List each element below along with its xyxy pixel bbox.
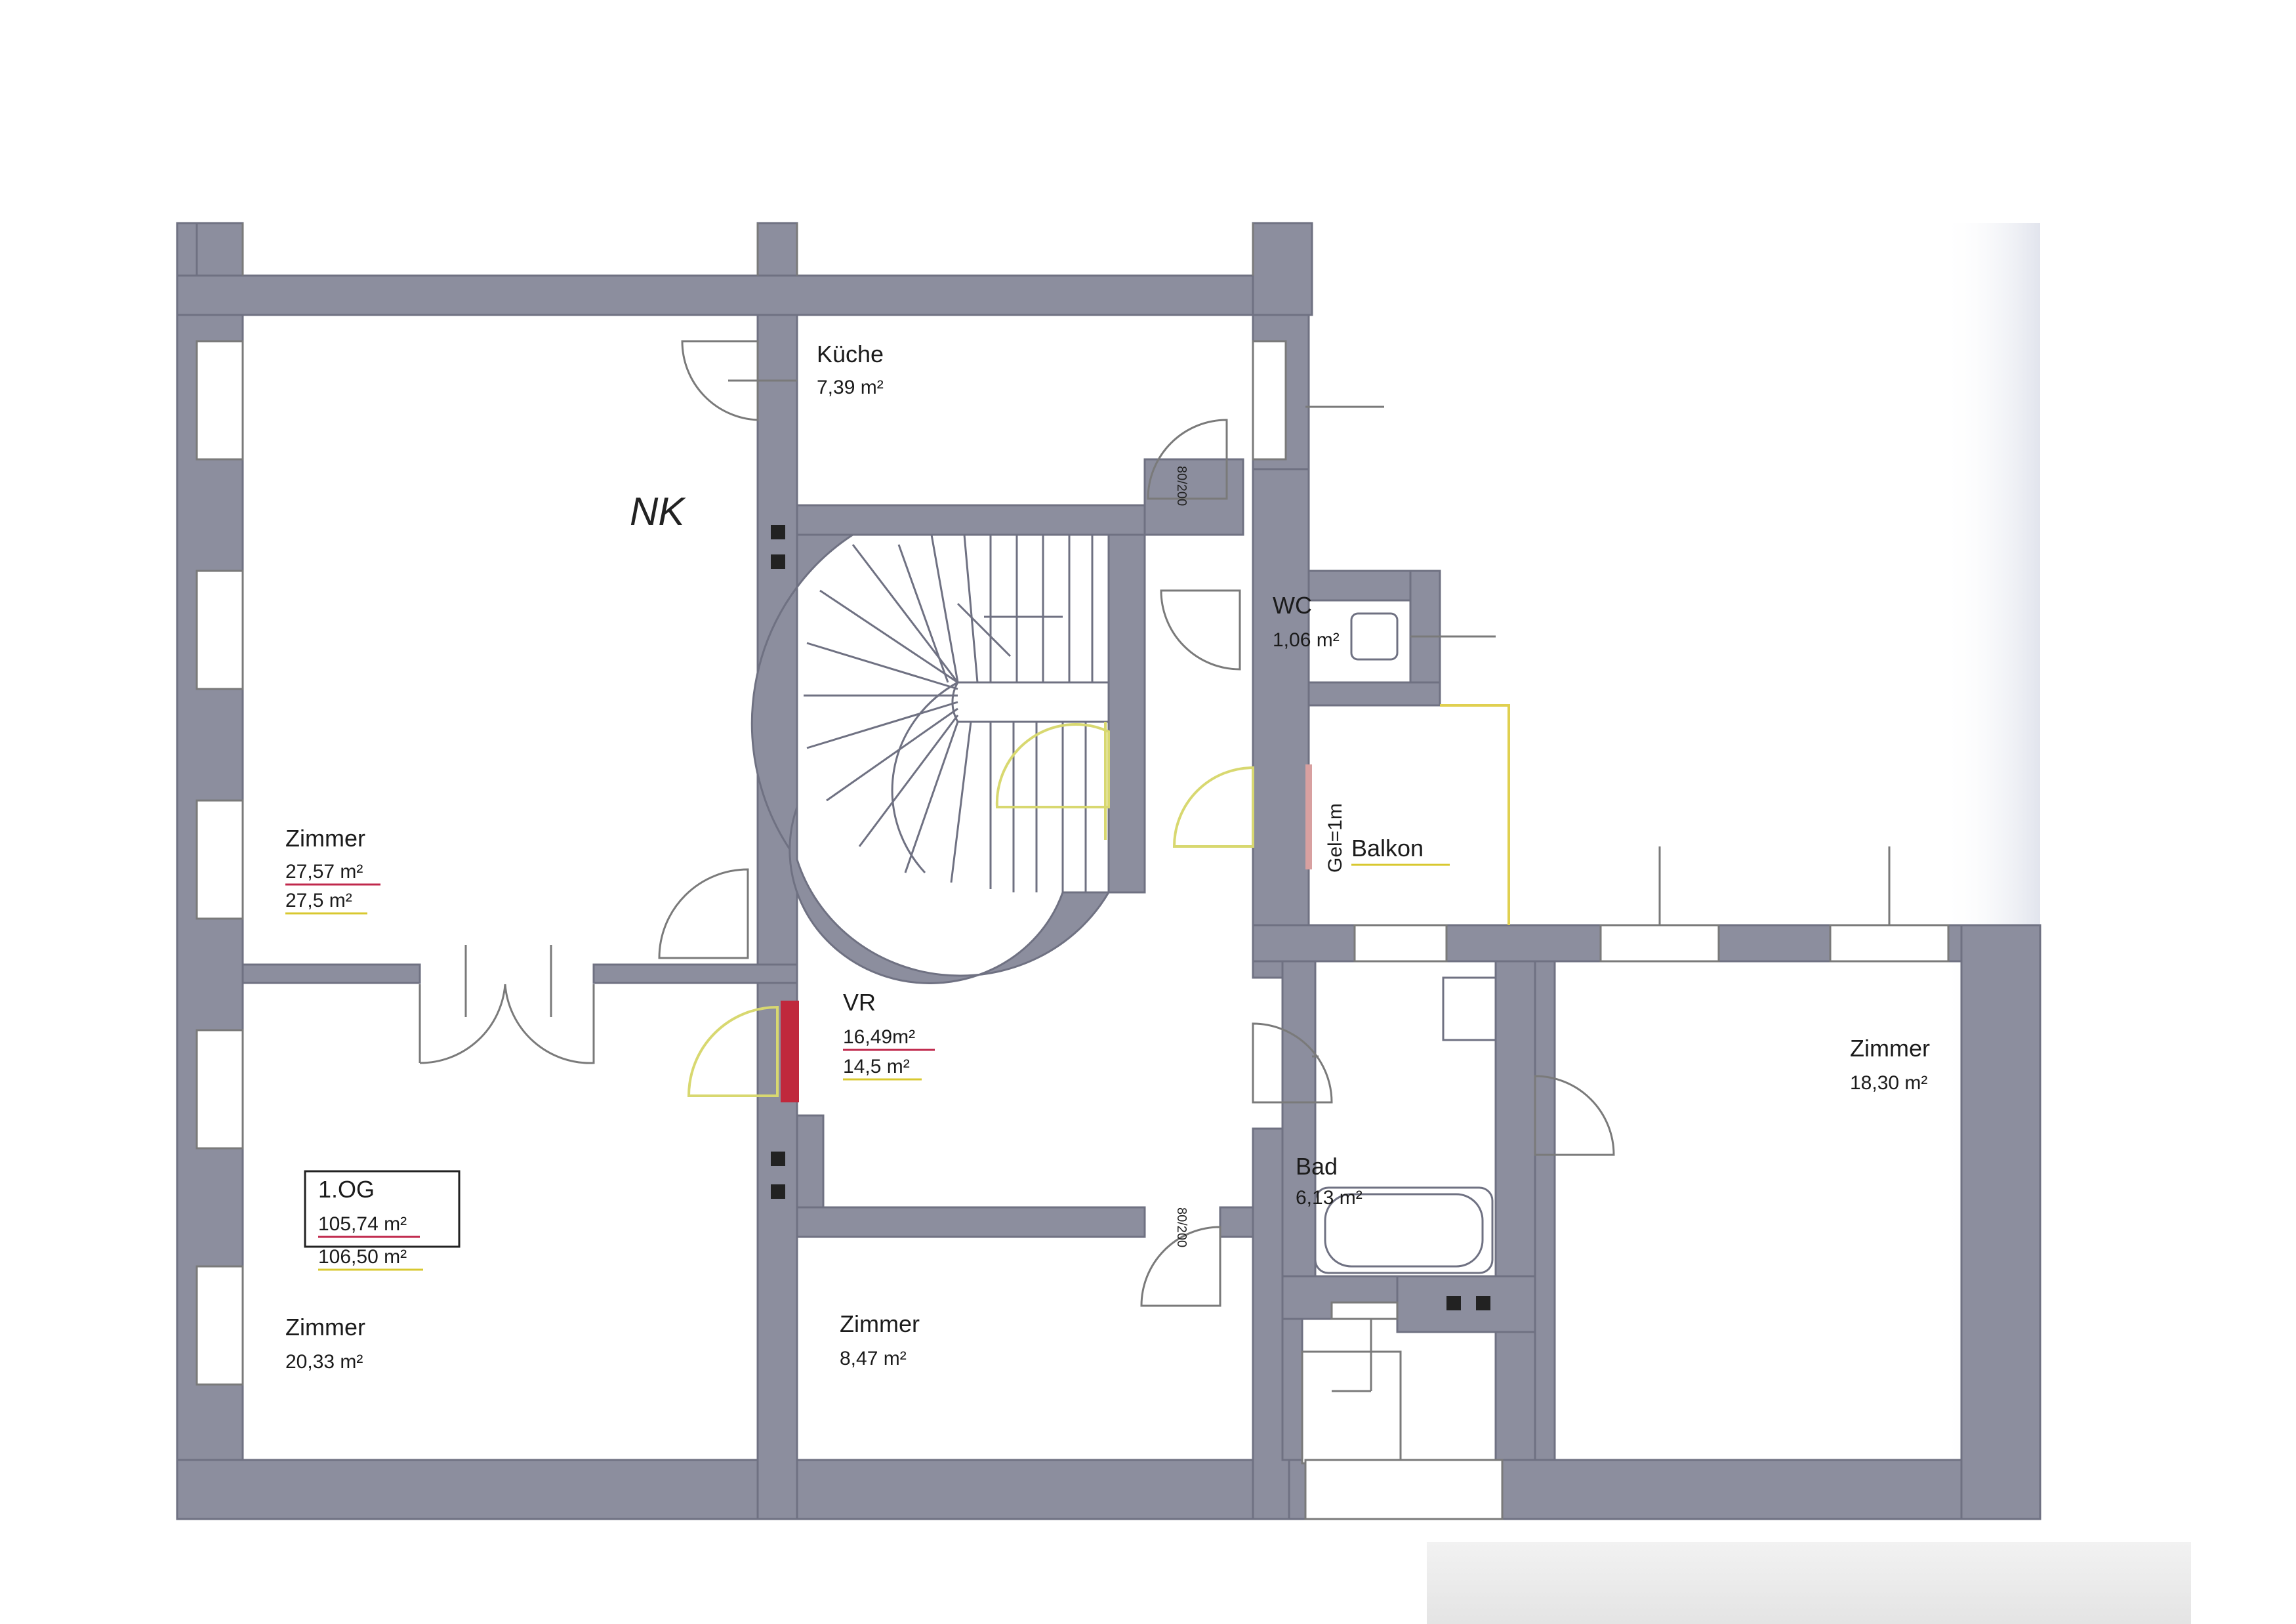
new-wall-marker [781,1001,799,1102]
walls [176,222,2041,1520]
room-name: Zimmer [285,825,365,852]
room-area: 1,06 m² [1273,629,1340,651]
room-area: 20,33 m² [285,1351,363,1373]
room-area-alt: 14,5 m² [843,1056,910,1077]
door-tag-lower: 80/200 [1174,1207,1189,1247]
room-name: Zimmer [1850,1035,1930,1062]
room-area: 27,57 m² [285,861,363,883]
room-name: Zimmer [285,1314,365,1341]
room-name: WC [1273,592,1312,619]
room-zimmer-sw: Zimmer 20,33 m² [285,1314,365,1373]
staircase [804,534,1110,892]
balkon-outline [1440,704,1510,925]
door-tags: 80/200 80/200 [1174,466,1189,1247]
door-tag-upper: 80/200 [1174,466,1189,506]
room-vr: VR 16,49m² 14,5 m² [843,989,935,1081]
bathtub [1314,1186,1494,1274]
floor-summary-box: 1.OG 105,74 m² 106,50 m² [304,1170,461,1271]
floor-level-label: 1.OG [318,1176,375,1203]
room-name: Küche [817,341,884,367]
upper-room-lines [241,223,1254,276]
room-bad: Bad 6,13 m² [1296,1153,1363,1209]
bottom-overlay-bar [1427,1542,2191,1624]
room-name: Balkon [1351,835,1424,862]
room-area: 8,47 m² [840,1348,907,1369]
room-zimmer-e: Zimmer 18,30 m² [1850,1035,1930,1094]
room-area: 7,39 m² [817,377,884,398]
room-wc: WC 1,06 m² [1273,592,1340,651]
windows [195,340,1950,1520]
washbasin [1442,976,1497,1041]
room-kueche: Küche 7,39 m² [817,341,884,398]
shaft-markers [771,525,1490,1310]
room-name: Bad [1296,1153,1338,1180]
handwritten-note: NK [630,489,686,533]
room-area: 16,49m² [843,1026,915,1048]
floor-area-secondary: 106,50 m² [318,1246,407,1268]
floor-area-primary: 105,74 m² [318,1213,407,1235]
new-doors [687,722,1254,1097]
room-area: 18,30 m² [1850,1072,1927,1094]
toilet [1350,612,1399,661]
room-balkon: Balkon Gel=1m [1324,803,1450,873]
room-name: VR [843,989,876,1016]
room-area: 6,13 m² [1296,1187,1363,1209]
room-zimmer-s: Zimmer 8,47 m² [840,1310,920,1369]
sanitary-fixtures [1314,612,1497,1274]
room-zimmer-nw: Zimmer 27,57 m² 27,5 m² [285,825,380,915]
room-area-alt: 27,5 m² [285,890,352,911]
railing-height-note: Gel=1m [1324,803,1346,873]
balkon-door-marker [1305,764,1312,869]
room-name: Zimmer [840,1310,920,1337]
doors [419,340,1891,1392]
